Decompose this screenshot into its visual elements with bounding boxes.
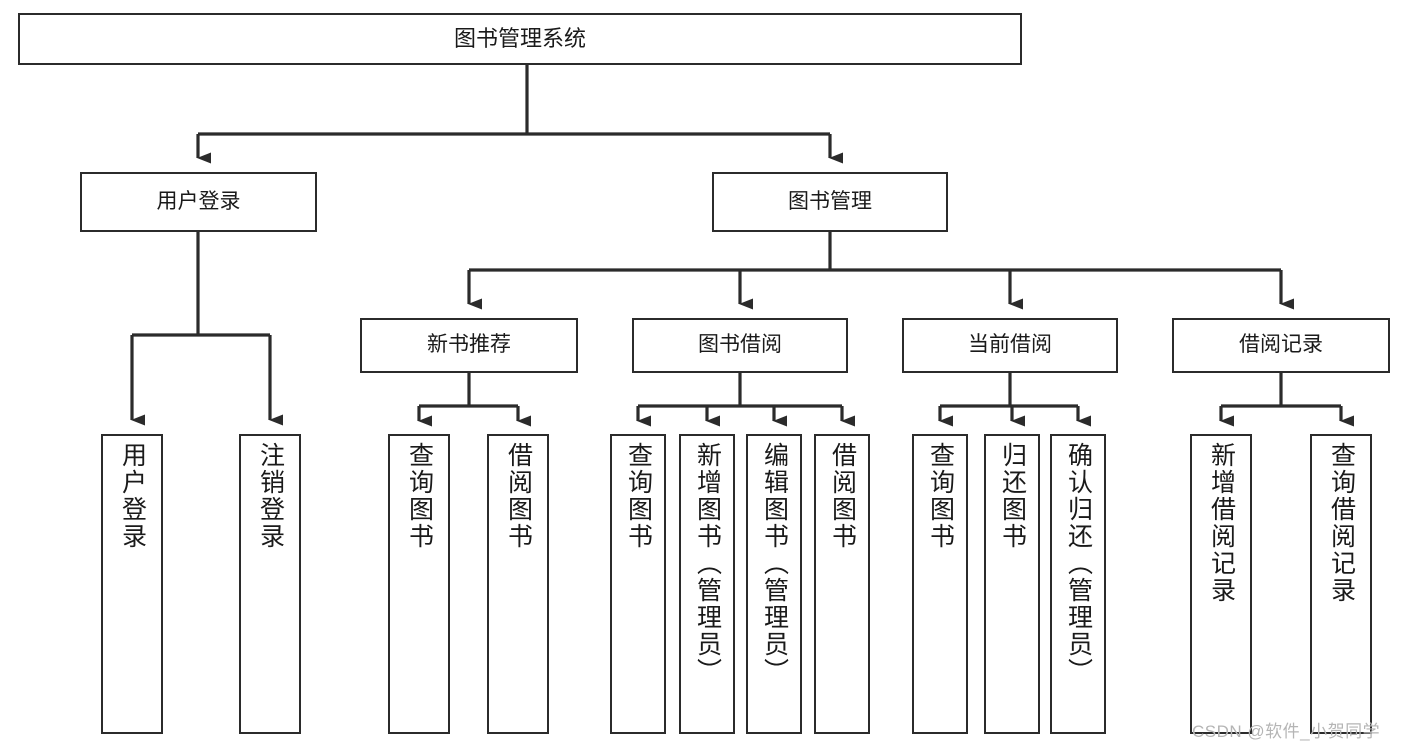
node-book-manage-label: 图书管理 — [788, 189, 872, 213]
node-leaf-user-logout-label: 注销登录 — [256, 442, 285, 550]
node-book-manage[interactable]: 图书管理 — [712, 172, 948, 232]
node-new-book-rec[interactable]: 新书推荐 — [360, 318, 578, 373]
node-leaf-cur-return-book-label: 归还图书 — [998, 442, 1027, 550]
node-leaf-borrow-borrow-book-label: 借阅图书 — [828, 442, 857, 550]
node-leaf-rec-query-record[interactable]: 查询借阅记录 — [1310, 434, 1372, 734]
node-leaf-cur-query-book[interactable]: 查询图书 — [912, 434, 968, 734]
node-leaf-user-login[interactable]: 用户登录 — [101, 434, 163, 734]
csdn-watermark: CSDN @软件_小贺同学 — [1192, 722, 1381, 741]
node-book-borrow[interactable]: 图书借阅 — [632, 318, 848, 373]
node-leaf-rec-query-book[interactable]: 查询图书 — [388, 434, 450, 734]
node-leaf-borrow-edit-book[interactable]: 编辑图书（管理员） — [746, 434, 802, 734]
node-new-book-rec-label: 新书推荐 — [427, 333, 511, 357]
node-leaf-borrow-add-book[interactable]: 新增图书（管理员） — [679, 434, 735, 734]
node-leaf-cur-query-book-label: 查询图书 — [926, 442, 955, 550]
node-leaf-rec-borrow-book[interactable]: 借阅图书 — [487, 434, 549, 734]
node-current-borrow-label: 当前借阅 — [968, 333, 1052, 357]
node-leaf-user-logout[interactable]: 注销登录 — [239, 434, 301, 734]
node-leaf-rec-add-record[interactable]: 新增借阅记录 — [1190, 434, 1252, 734]
node-leaf-borrow-borrow-book[interactable]: 借阅图书 — [814, 434, 870, 734]
node-leaf-borrow-query-book-label: 查询图书 — [624, 442, 653, 550]
node-root[interactable]: 图书管理系统 — [18, 13, 1022, 65]
node-leaf-cur-return-book[interactable]: 归还图书 — [984, 434, 1040, 734]
node-book-borrow-label: 图书借阅 — [698, 333, 782, 357]
node-leaf-borrow-query-book[interactable]: 查询图书 — [610, 434, 666, 734]
node-user-login-label: 用户登录 — [156, 189, 241, 213]
node-user-login[interactable]: 用户登录 — [80, 172, 317, 232]
node-leaf-rec-add-record-label: 新增借阅记录 — [1207, 442, 1236, 604]
node-current-borrow[interactable]: 当前借阅 — [902, 318, 1118, 373]
node-leaf-borrow-edit-book-label: 编辑图书（管理员） — [760, 442, 789, 685]
node-leaf-rec-query-record-label: 查询借阅记录 — [1327, 442, 1356, 604]
node-leaf-cur-confirm-return-label: 确认归还（管理员） — [1064, 442, 1093, 685]
node-leaf-user-login-label: 用户登录 — [118, 442, 147, 550]
node-root-label: 图书管理系统 — [453, 26, 586, 52]
node-borrow-record-label: 借阅记录 — [1239, 333, 1323, 357]
node-leaf-borrow-add-book-label: 新增图书（管理员） — [693, 442, 722, 685]
node-leaf-rec-borrow-book-label: 借阅图书 — [504, 442, 533, 550]
node-borrow-record[interactable]: 借阅记录 — [1172, 318, 1390, 373]
node-leaf-rec-query-book-label: 查询图书 — [405, 442, 434, 550]
node-leaf-cur-confirm-return[interactable]: 确认归还（管理员） — [1050, 434, 1106, 734]
